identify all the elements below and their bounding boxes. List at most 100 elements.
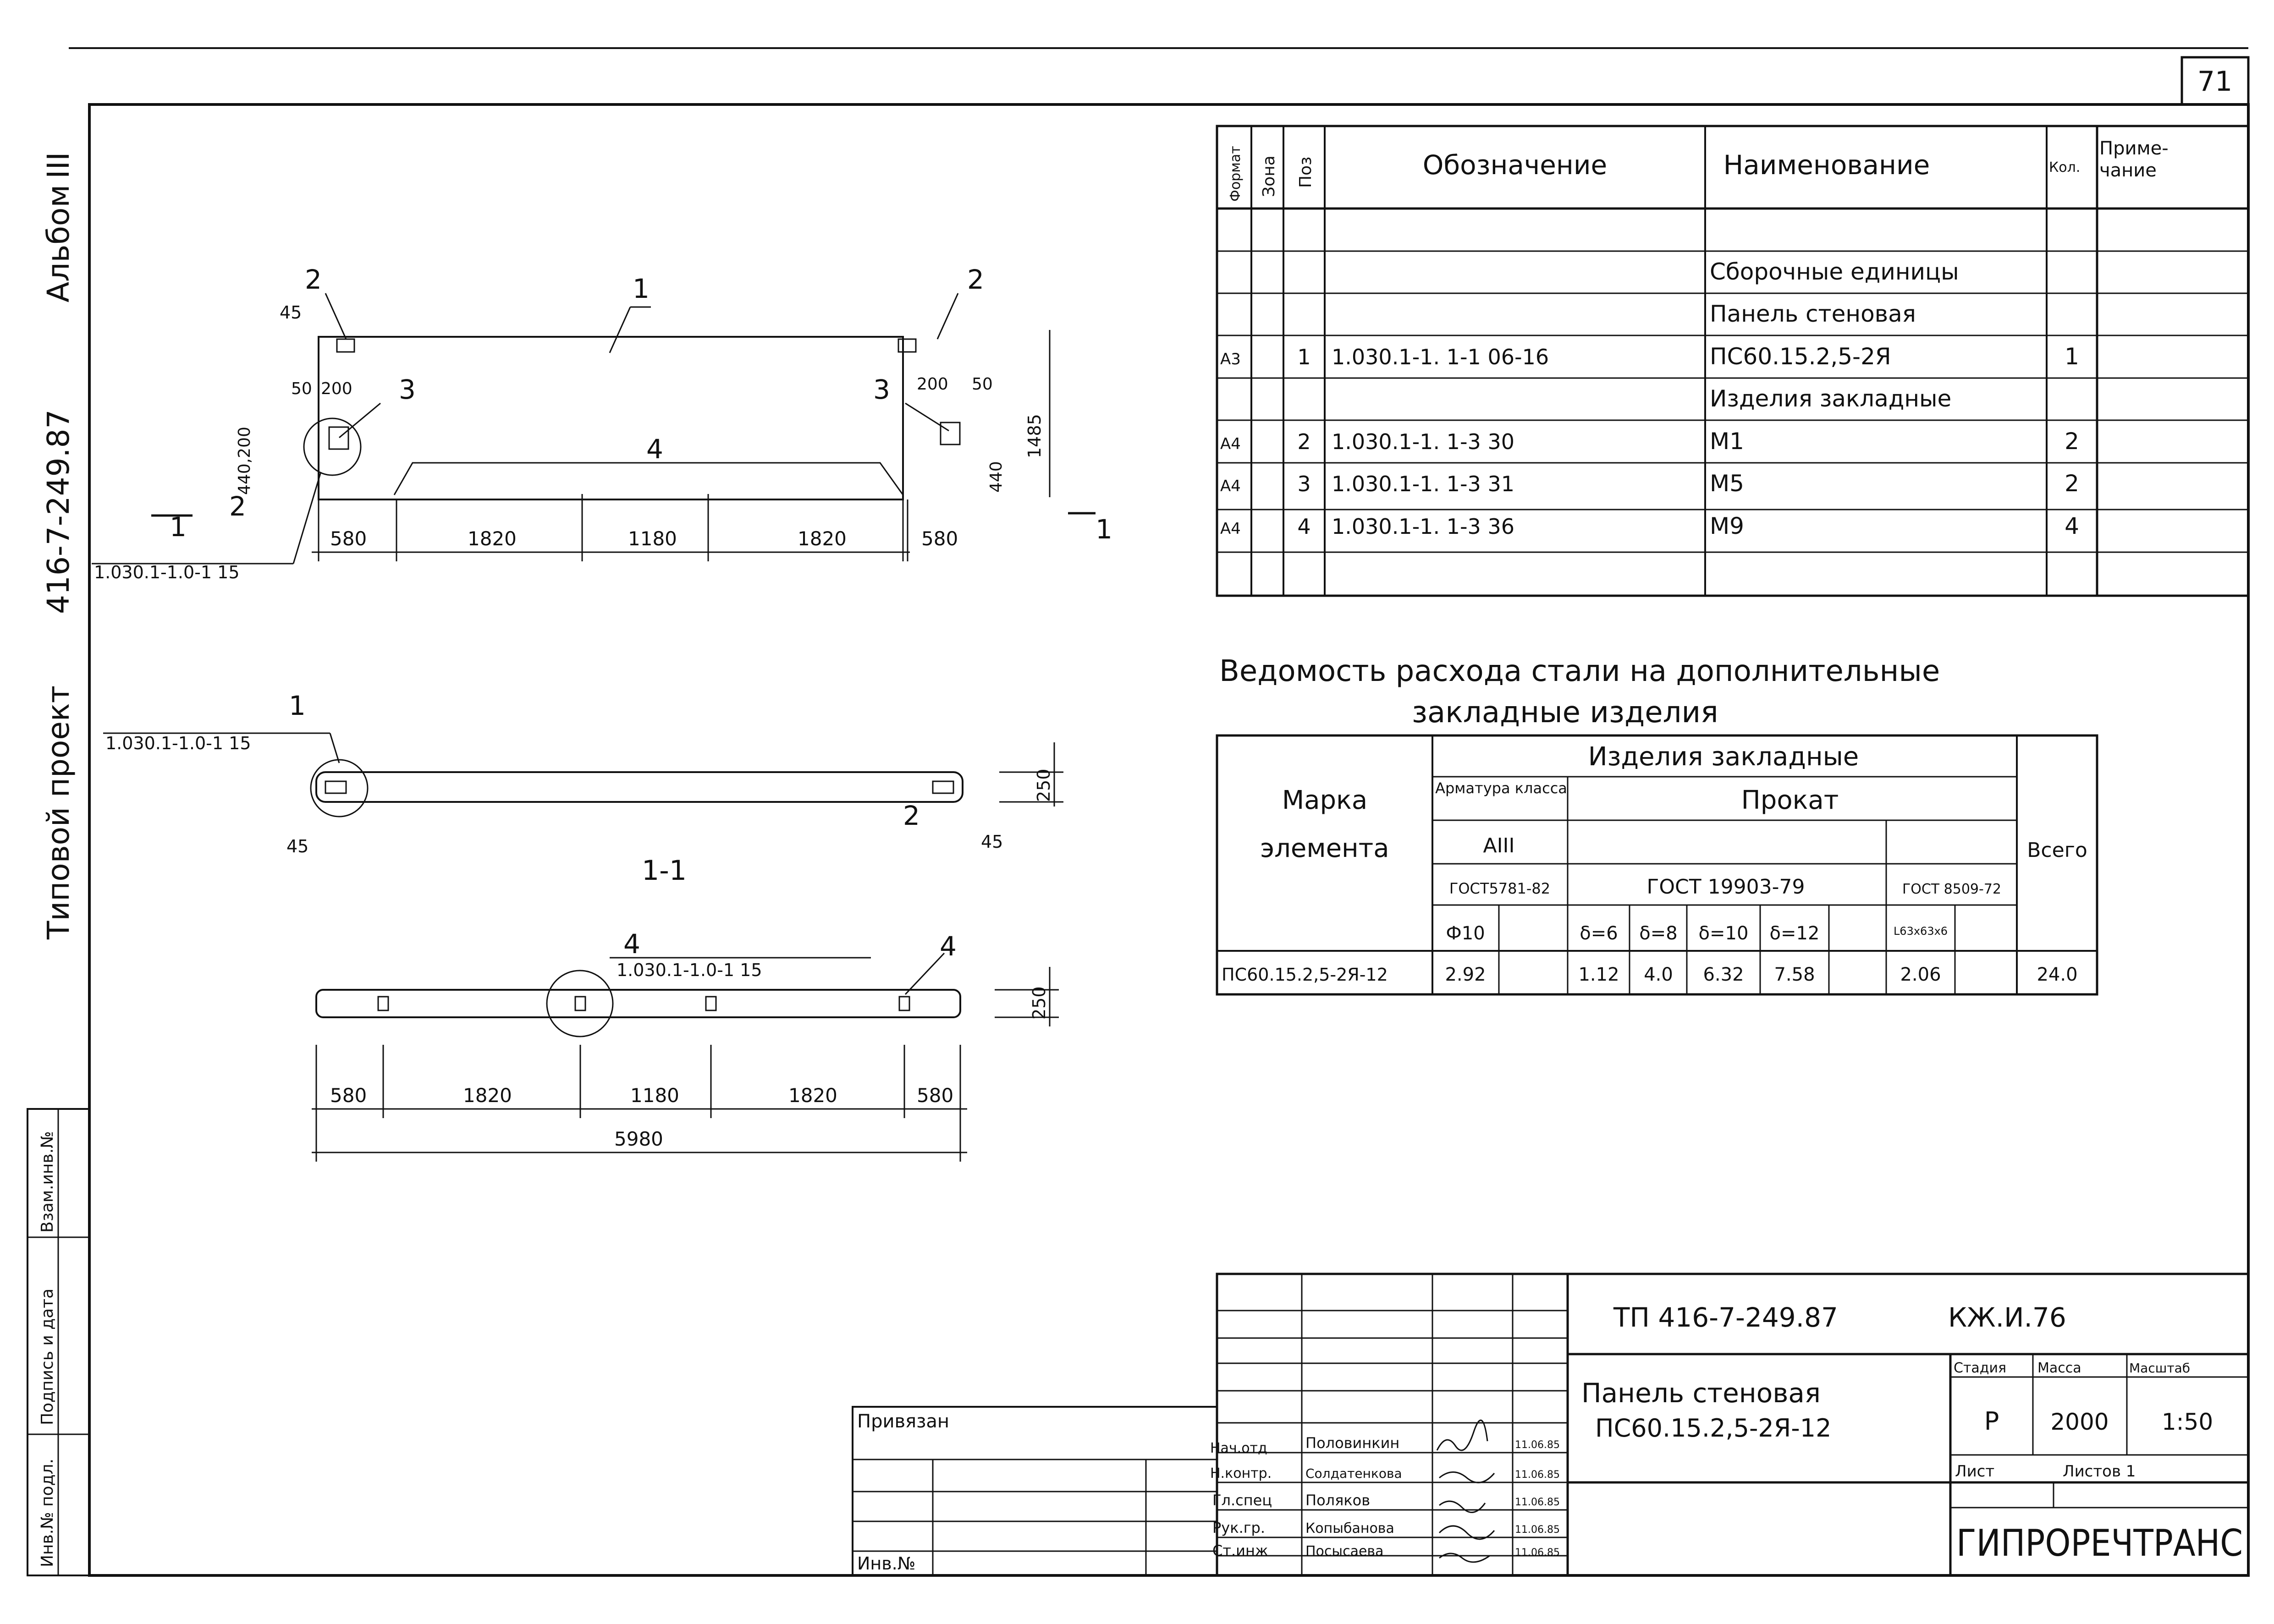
callout-4: 4 [646,433,663,465]
spec-row-code: 1.030.1-1. 1-3 31 [1332,472,1514,496]
stamp-mass: 2000 [2050,1409,2109,1435]
dim-200-left: 200 [321,379,352,398]
callout-3-right: 3 [873,374,890,405]
dim-440-200: 440,200 [235,427,254,495]
steel-col-d10: δ=10 [1699,923,1749,944]
steel-row-mark: ПС60.15.2,5-2Я-12 [1222,965,1388,985]
embed-m1-right [897,338,917,353]
album-number: III [41,152,76,179]
node-circle-bottom [546,970,614,1037]
section-dim-45-left: 45 [286,836,308,856]
stamp-role-4: Рук.гр. [1212,1519,1265,1536]
stamp-date-3: 11.06.85 [1515,1497,1560,1508]
steel-val-f10: 2.92 [1445,964,1486,985]
steel-col-d8: δ=8 [1639,923,1677,944]
stamp-date-1: 11.06.85 [1515,1439,1560,1451]
steel-val-d12: 7.58 [1774,964,1815,985]
vzam-label: Взам.инв.№ [38,1131,57,1233]
spec-row-pos: 4 [1297,514,1310,539]
steel-col-d12: δ=12 [1770,923,1820,944]
sheet-number: 71 [2197,66,2232,98]
callout-3-left: 3 [399,374,416,405]
section-view: 1.030.1-1.0-1 15 1 2 45 45 250 1-1 [103,690,1063,887]
steel-title-line1: Ведомость расхода стали на дополнительны… [1219,654,1940,688]
section-title: 1-1 [642,855,687,887]
sign-date-label: Подпись и дата [38,1289,57,1425]
spec-row-qty: 1 [2065,343,2079,370]
node-circle-plan [303,417,362,476]
stamp-role-3: Гл.спец [1212,1492,1272,1509]
stamp-project: ТП 416-7-249.87 [1613,1302,1838,1333]
section-callout-2: 2 [903,800,920,831]
callout-2-right: 2 [967,264,984,295]
bottom-embed-line [393,462,904,495]
stamp-title-1: Панель стеновая [1581,1377,1821,1409]
inv-no-label: Инв.№ [857,1553,915,1574]
bottom-outline [315,989,961,1018]
dim-1485: 1485 [1024,414,1045,458]
spec-row-name: Панель стеновая [1710,301,1916,327]
spec-row-qty: 2 [2065,428,2079,455]
left-strip: Инв.№ подл. Подпись и дата Взам.инв.№ [27,1108,90,1576]
bottom-dim-5: 580 [917,1084,953,1107]
spec-hdr-pos: Поз [1296,157,1315,188]
section-dim-250: 250 [1034,768,1054,802]
panel-outline [318,336,904,500]
steel-col-angle: L63x63x6 [1894,925,1948,938]
steel-col-d6: δ=6 [1580,923,1618,944]
stamp-role-1: Нач.отд [1210,1440,1267,1456]
node-circle-section [310,759,369,817]
node-ref-section: 1.030.1-1.0-1 15 [105,733,251,753]
bottom-dim-2: 1820 [463,1084,512,1107]
spec-row-name: Сборочные единицы [1710,258,1959,285]
stamp-doc-code: КЖ.И.76 [1948,1302,2066,1333]
bottom-dim-3: 1180 [630,1084,679,1107]
spec-row-name: М5 [1710,470,1744,497]
spec-row-pos: 2 [1297,429,1310,454]
stamp-mass-label: Масса [2037,1360,2081,1376]
dim-50-right: 50 [972,375,993,394]
steel-hdr-group: Изделия закладные [1588,742,1859,772]
spec-row-code: 1.030.1-1. 1-3 30 [1332,429,1514,454]
plan-dim-4: 1820 [798,527,847,550]
spec-row-format: А4 [1220,477,1241,495]
stamp-stage: Р [1984,1407,1999,1436]
node-ref-bottom: 1.030.1-1.0-1 15 [617,960,762,980]
spec-row-name: М9 [1710,513,1744,539]
bottom-dim-250: 250 [1029,986,1049,1020]
spec-row-format: А3 [1220,350,1241,368]
dim-45: 45 [280,302,302,323]
steel-hdr-arm: Арматура класса [1435,779,1567,797]
dim-440: 440 [987,461,1006,493]
bottom-callout-4b: 4 [940,931,957,962]
spec-hdr-format: Формат [1228,146,1244,202]
steel-hdr-total: Всего [2027,839,2087,862]
spec-hdr-note: Приме-чание [2099,138,2169,181]
side-labels: Альбом III 416-7-249.87 Типовой проект [41,152,76,940]
steel-val-d8: 4.0 [1644,964,1673,985]
stamp-sheet-label: Лист [1955,1462,1994,1481]
stamp-name-4: Копыбанова [1305,1520,1394,1536]
callout-2-left: 2 [305,264,322,295]
spec-row-name: Изделия закладные [1710,385,1951,412]
bottom-callout-4a: 4 [623,928,640,960]
steel-hdr-prokat: Прокат [1741,785,1839,815]
bottom-dim-1: 580 [330,1084,367,1107]
steel-gost-angle: ГОСТ 8509-72 [1902,881,2001,897]
dim-50-left: 50 [291,379,312,398]
section-callout-1: 1 [289,690,306,721]
spec-row-pos: 3 [1297,472,1310,496]
steel-title-line2: закладные изделия [1412,696,1718,730]
section-outline [315,771,964,803]
stamp-scale-label: Масштаб [2129,1361,2190,1376]
steel-val-d10: 6.32 [1703,964,1744,985]
steel-val-angle: 2.06 [1900,964,1941,985]
steel-val-total: 24.0 [2037,964,2077,985]
bottom-view: 1.030.1-1.0-1 15 4 4 250 580 1820 1180 1… [312,928,1059,1162]
spec-row-qty: 4 [2065,513,2079,539]
privyazan-label: Привязан [857,1411,949,1432]
signatures [1436,1419,1495,1563]
steel-col-f10: Ф10 [1446,923,1485,944]
